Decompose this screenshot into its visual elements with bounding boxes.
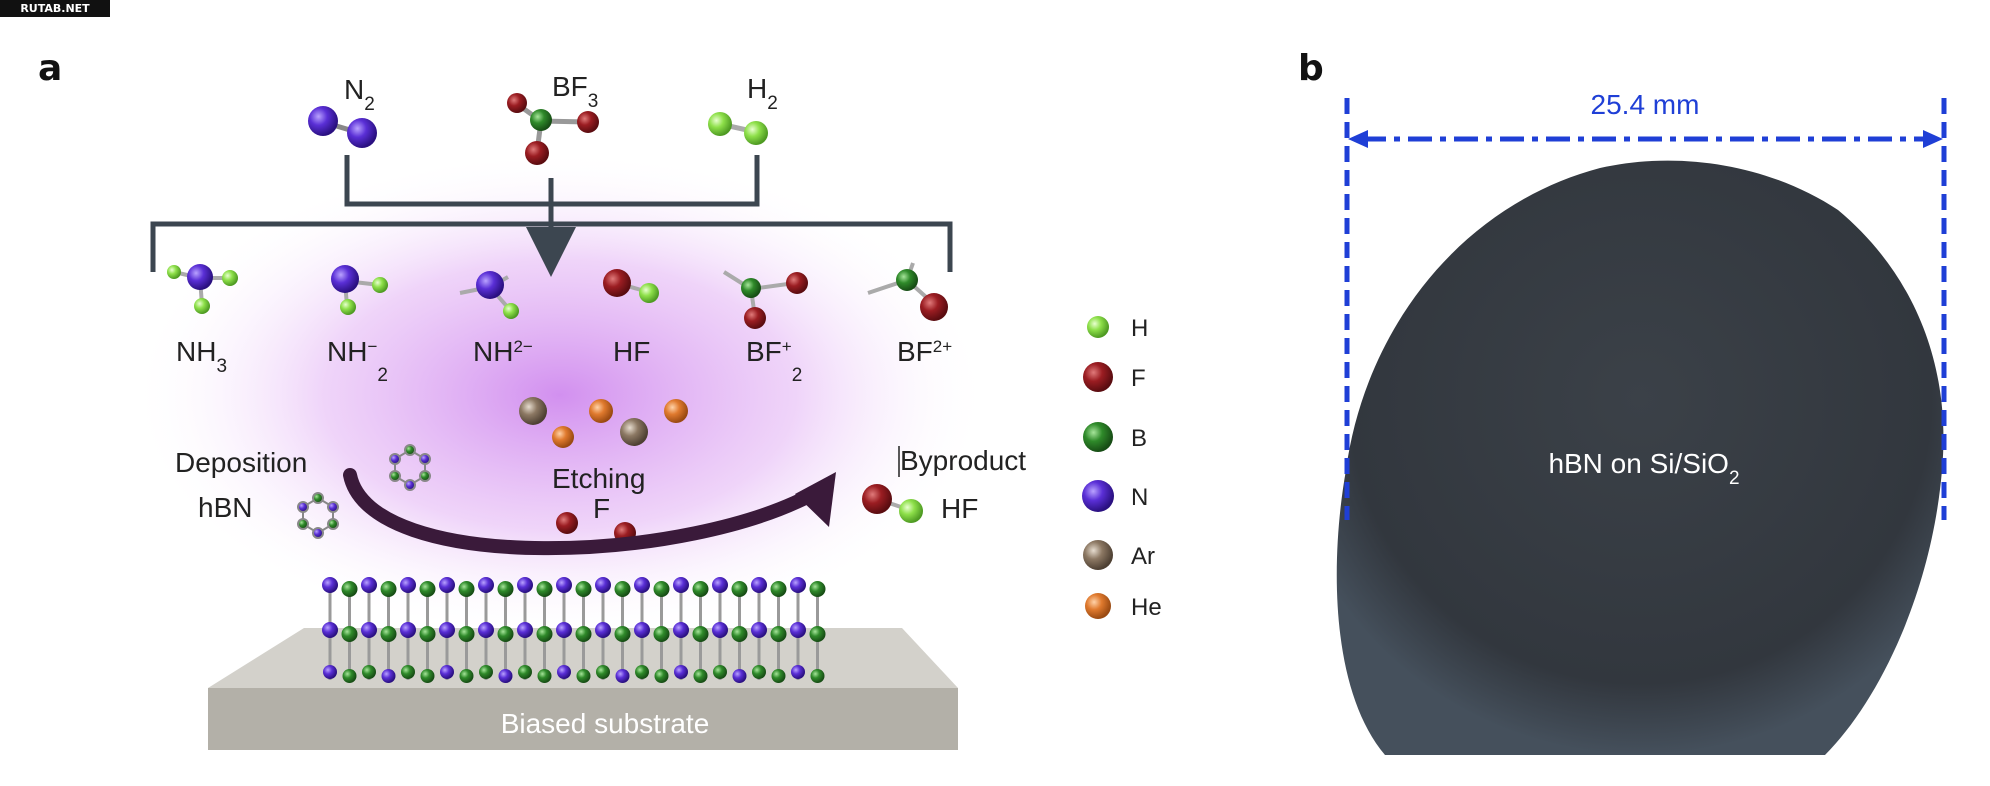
species-label-nh-2minus: NH2− bbox=[473, 336, 533, 367]
hbn-layers bbox=[322, 577, 826, 683]
hbn-label: hBN bbox=[198, 492, 252, 523]
wafer-label: hBN on Si/SiO2 bbox=[1548, 448, 1739, 489]
panel-b-label: b bbox=[1298, 48, 1324, 89]
legend-label-f: F bbox=[1131, 365, 1146, 392]
process-flow-arrowhead bbox=[795, 472, 836, 527]
legend-swatch-ar bbox=[1083, 540, 1113, 570]
bf3-molecule bbox=[507, 93, 599, 165]
nh3-molecule bbox=[167, 264, 238, 314]
hbn-ring-molecule-1 bbox=[389, 444, 431, 491]
etching-f-atom-1 bbox=[556, 512, 578, 534]
watermark: RUTAB.NET bbox=[0, 0, 110, 17]
gas-atoms bbox=[519, 397, 688, 448]
dimension-label: 25.4 mm bbox=[1591, 89, 1700, 120]
n2-molecule bbox=[308, 106, 377, 148]
dimension-marker bbox=[1344, 98, 1947, 520]
bf-2plus-molecule bbox=[867, 262, 948, 321]
legend-label-ar: Ar bbox=[1131, 543, 1155, 570]
species-label-hf: HF bbox=[613, 336, 650, 367]
species-label-bf-2plus: BF2+ bbox=[897, 336, 952, 367]
byproduct-label: Byproduct bbox=[900, 445, 1026, 476]
hbn-ring-molecule-2 bbox=[297, 492, 339, 539]
nh-2minus-molecule bbox=[459, 271, 519, 319]
dimension-arrowhead-right bbox=[1923, 130, 1943, 148]
panel-a-label: a bbox=[38, 48, 62, 89]
hf-molecule bbox=[603, 269, 659, 303]
process-flow-arrow bbox=[343, 468, 827, 556]
precursor-label-bf3: BF3 bbox=[552, 71, 598, 112]
wafer bbox=[1336, 160, 1944, 755]
legend-swatch-f bbox=[1083, 362, 1113, 392]
etching-species-label: F bbox=[593, 493, 610, 524]
species-label-bf2-plus: BF+2 bbox=[746, 336, 802, 386]
byproduct-hf-molecule bbox=[862, 484, 923, 523]
byproduct-species-label: HF bbox=[941, 493, 978, 524]
h2-molecule bbox=[708, 112, 768, 145]
nh2-minus-molecule bbox=[331, 265, 388, 315]
legend-swatch-he bbox=[1085, 593, 1111, 619]
legend-label-h: H bbox=[1131, 315, 1148, 342]
feed-bracket bbox=[150, 155, 953, 277]
legend-label-n: N bbox=[1131, 484, 1148, 511]
precursor-label-n2: N2 bbox=[344, 74, 375, 115]
dimension-arrowhead-left bbox=[1348, 130, 1368, 148]
legend-swatch-h bbox=[1087, 316, 1109, 338]
legend-label-b: B bbox=[1131, 425, 1147, 452]
legend-swatch-b bbox=[1083, 422, 1113, 452]
legend-label-he: He bbox=[1131, 594, 1162, 621]
etching-label: Etching bbox=[552, 463, 645, 494]
deposition-label: Deposition bbox=[175, 447, 307, 478]
legend-swatch-n bbox=[1082, 480, 1114, 512]
precursor-label-h2: H2 bbox=[747, 73, 778, 114]
substrate-label: Biased substrate bbox=[501, 708, 710, 739]
species-label-nh2-minus: NH−2 bbox=[327, 336, 388, 386]
species-label-nh3: NH3 bbox=[176, 336, 227, 377]
bf2-plus-molecule bbox=[722, 270, 808, 329]
